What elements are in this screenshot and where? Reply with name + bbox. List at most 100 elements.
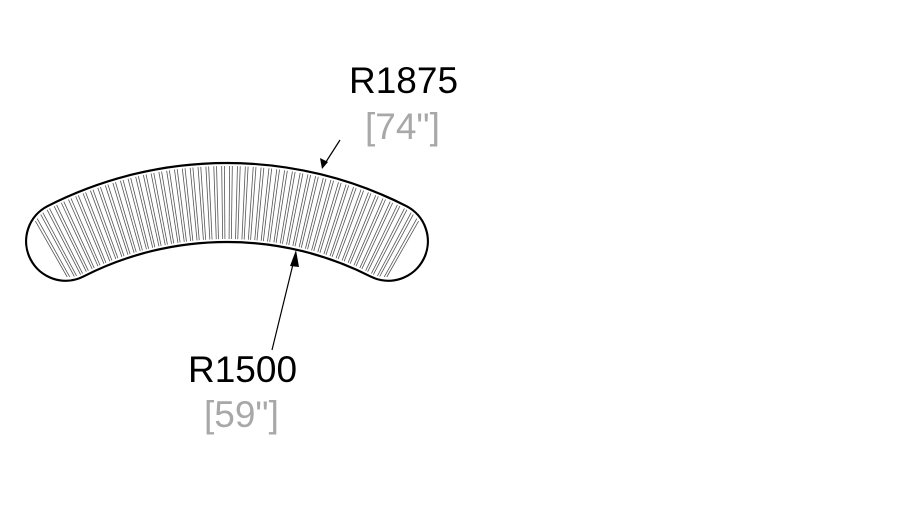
slat-edge <box>325 185 350 255</box>
slat-edge <box>200 166 207 240</box>
slat-edge <box>77 195 107 264</box>
slat-edge <box>307 178 327 250</box>
slat-edge <box>60 202 93 270</box>
slat-edge <box>142 174 160 247</box>
slat-edge <box>331 187 357 257</box>
slat-edge <box>168 170 181 243</box>
slat-edge <box>347 195 377 264</box>
slat-edge <box>49 208 83 274</box>
slat-edge <box>97 187 123 257</box>
slat-edge <box>361 202 394 270</box>
slat-edge <box>36 218 71 278</box>
outer-radius-leader <box>320 139 341 169</box>
slat-edge <box>35 220 68 278</box>
slat-edge <box>250 167 257 240</box>
slat-edge <box>355 199 386 267</box>
bench-outline <box>25 161 429 282</box>
slat-edge <box>42 212 77 277</box>
slat-edge <box>349 196 379 264</box>
slat-edge <box>383 218 418 278</box>
slat-edge <box>323 184 347 255</box>
slat-edge <box>174 169 185 242</box>
slat-edge <box>176 169 187 242</box>
slat-edge <box>70 198 101 266</box>
slat-edge <box>241 166 246 240</box>
slat-edge <box>153 172 168 245</box>
slat-edge <box>319 182 342 253</box>
slat-edge <box>288 173 304 246</box>
slat-edge <box>82 193 111 262</box>
bench-slats <box>35 166 419 278</box>
inner-radius-imperial-label: [59"] <box>204 394 279 435</box>
slat-edge <box>335 189 362 259</box>
slat-edge <box>112 182 135 253</box>
slat-edge <box>237 166 241 240</box>
slat-edge <box>161 171 175 244</box>
slat-edge <box>92 189 119 259</box>
slat-edge <box>189 167 198 241</box>
slat-edge <box>230 166 233 240</box>
slat-edge <box>247 166 254 240</box>
slat-edge <box>379 214 414 277</box>
arrowhead-icon <box>320 158 328 169</box>
outer-radius-imperial-label: [74"] <box>365 106 440 147</box>
slat-edge <box>216 166 219 240</box>
slat-edge <box>269 169 280 242</box>
slat-edge <box>184 168 194 241</box>
slat-edge <box>213 166 217 240</box>
outer-radius-label: R1875 <box>349 60 459 101</box>
slat-edge <box>367 205 401 272</box>
slat-edge <box>145 174 162 246</box>
slat-edge <box>359 201 391 269</box>
slat-edge <box>300 176 319 248</box>
slat-edge <box>68 199 99 267</box>
slat-edge <box>282 171 296 244</box>
slat-edge <box>386 220 419 278</box>
slat-edge <box>122 179 143 251</box>
slat-edge <box>243 166 249 240</box>
slat-edge <box>298 176 317 248</box>
slat-edge <box>75 196 105 264</box>
slat-edge <box>192 167 200 241</box>
slat-edge <box>197 167 204 240</box>
slat-edge <box>235 166 238 240</box>
slat-edge <box>208 166 213 240</box>
slat-edge <box>279 171 293 244</box>
slat-edge <box>115 182 137 253</box>
slat-edge <box>273 170 286 243</box>
slat-edge <box>166 170 179 243</box>
slat-edge <box>260 168 270 241</box>
slat-edge <box>292 174 309 246</box>
slat-edge <box>104 185 129 255</box>
slat-edge <box>158 171 172 244</box>
slat-edge <box>341 192 369 261</box>
slat-edge <box>353 198 384 266</box>
slat-edge <box>46 209 81 275</box>
slat-edge <box>100 186 125 257</box>
slat-edge <box>221 166 224 240</box>
slat-edge <box>256 167 265 241</box>
slat-edge <box>53 205 87 272</box>
slat-edge <box>130 177 150 249</box>
slat-edge <box>254 167 262 241</box>
slat-edge <box>56 204 89 271</box>
slat-edge <box>311 179 332 251</box>
slat-edge <box>329 186 354 257</box>
inner-radius-label: R1500 <box>188 349 298 390</box>
slat-edge <box>107 184 131 255</box>
slat-edge <box>267 169 278 242</box>
slat-edge <box>90 190 117 260</box>
slat-edge <box>205 166 211 240</box>
slat-edge <box>304 177 324 249</box>
slat-edge <box>262 168 273 242</box>
slat-edge <box>120 180 141 252</box>
slat-edge <box>343 193 372 262</box>
slat-edge <box>317 182 339 253</box>
slat-edge <box>365 204 398 271</box>
slat-edge <box>85 192 113 261</box>
slat-edge <box>373 209 408 275</box>
arrowhead-icon <box>290 250 299 267</box>
slat-edge <box>313 180 334 252</box>
slat-edge <box>371 208 405 274</box>
